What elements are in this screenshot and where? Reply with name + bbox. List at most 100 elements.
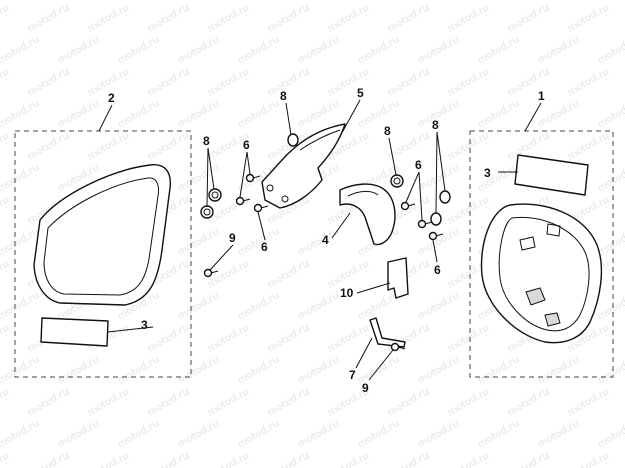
callout-4: 4 [322,233,329,247]
watermark-text: motod.ru [266,2,311,34]
watermark-text: motod.ru [206,2,251,34]
watermark-text: motod.ru [236,354,281,386]
watermark-text: motod.ru [116,98,161,130]
watermark-text: motod.ru [326,66,371,98]
watermark-text: motod.ru [266,66,311,98]
watermark-text: motod.ru [26,130,71,162]
callout-6-b: 6 [261,240,268,254]
watermark-text: motod.ru [236,0,281,3]
watermark-text: motod.ru [416,354,461,386]
watermark-text: motod.ru [536,98,581,130]
grommet-part-f [430,212,442,226]
callout-8-c: 8 [384,124,391,138]
right-side-cover-part [480,203,603,344]
watermark-text: motod.ru [0,130,11,162]
watermark-text: motod.ru [176,418,221,450]
watermark-text: motod.ru [596,418,625,450]
watermark-text: motod.ru [86,386,131,418]
watermark-text: motod.ru [446,450,491,468]
screw-part-upper [203,268,219,278]
watermark-text: motod.ru [26,386,71,418]
bracket-cover-part [261,123,346,209]
screw-6-part-c [253,203,269,213]
watermark-text: motod.ru [236,290,281,322]
watermark-text: motod.ru [56,0,101,3]
watermark-text: motod.ru [386,450,431,468]
watermark-text: motod.ru [86,450,131,468]
watermark-text: motod.ru [0,0,41,3]
callout-6-c: 6 [415,158,422,172]
watermark-text: motod.ru [386,66,431,98]
watermark-text: motod.ru [446,2,491,34]
watermark-text: motod.ru [116,34,161,66]
watermark-text: motod.ru [476,162,521,194]
callout-9-b: 9 [362,381,369,395]
watermark-text: motod.ru [0,66,11,98]
callout-10: 10 [340,286,354,300]
grommet-part-d [390,174,404,188]
group-box-left-cover [14,130,192,378]
watermark-text: motod.ru [146,386,191,418]
callout-5: 5 [357,86,364,100]
watermark-text: motod.ru [0,418,41,450]
watermark-text: motod.ru [56,98,101,130]
watermark-text: motod.ru [566,386,611,418]
watermark-text: motod.ru [296,354,341,386]
grommet-part-e [439,190,451,204]
watermark-text: motod.ru [266,386,311,418]
screw-6-part-a [245,173,261,183]
watermark-text: motod.ru [536,418,581,450]
watermark-text: motod.ru [206,322,251,354]
watermark-text: motod.ru [0,194,11,226]
decal-left-part [40,317,109,347]
watermark-text: motod.ru [446,194,491,226]
callout-8-d: 8 [432,118,439,132]
callout-6-d: 6 [434,263,441,277]
watermark-text: motod.ru [176,98,221,130]
watermark-text: motod.ru [86,130,131,162]
watermark-text: motod.ru [476,34,521,66]
watermark-text: motod.ru [56,34,101,66]
watermark-text: motod.ru [536,354,581,386]
watermark-text: motod.ru [476,354,521,386]
watermark-text: motod.ru [506,450,551,468]
watermark-text: motod.ru [446,130,491,162]
watermark-text: motod.ru [326,2,371,34]
watermark-text: motod.ru [566,450,611,468]
watermark-text: motod.ru [596,0,625,3]
callout-3-left: 3 [141,318,148,332]
screw-6-part-f [428,231,444,241]
watermark-text: motod.ru [26,450,71,468]
watermark-text: motod.ru [86,2,131,34]
watermark-text: motod.ru [296,418,341,450]
watermark-text: motod.ru [446,386,491,418]
watermark-text: motod.ru [0,98,41,130]
watermark-text: motod.ru [356,290,401,322]
watermark-text: motod.ru [176,0,221,3]
watermark-text: motod.ru [416,34,461,66]
watermark-text: motod.ru [116,0,161,3]
watermark-text: motod.ru [596,290,625,322]
watermark-text: motod.ru [356,0,401,3]
callout-9-a: 9 [229,231,236,245]
watermark-text: motod.ru [176,34,221,66]
group-box-right-cover [469,130,614,378]
grommet-part-c [200,205,214,219]
watermark-text: motod.ru [596,162,625,194]
callout-2: 2 [108,91,115,105]
callout-8-a: 8 [280,89,287,103]
watermark-text: motod.ru [26,2,71,34]
watermark-text: motod.ru [176,354,221,386]
watermark-text: motod.ru [56,418,101,450]
watermark-text: motod.ru [0,290,41,322]
watermark-text: motod.ru [26,66,71,98]
watermark-text: motod.ru [356,418,401,450]
watermark-text: motod.ru [146,66,191,98]
screw-6-part-d [400,201,416,211]
clip-part [387,257,409,299]
watermark-text: motod.ru [0,258,11,290]
watermark-text: motod.ru [356,98,401,130]
watermark-text: motod.ru [386,2,431,34]
watermark-text: motod.ru [326,450,371,468]
watermark-text: motod.ru [416,226,461,258]
